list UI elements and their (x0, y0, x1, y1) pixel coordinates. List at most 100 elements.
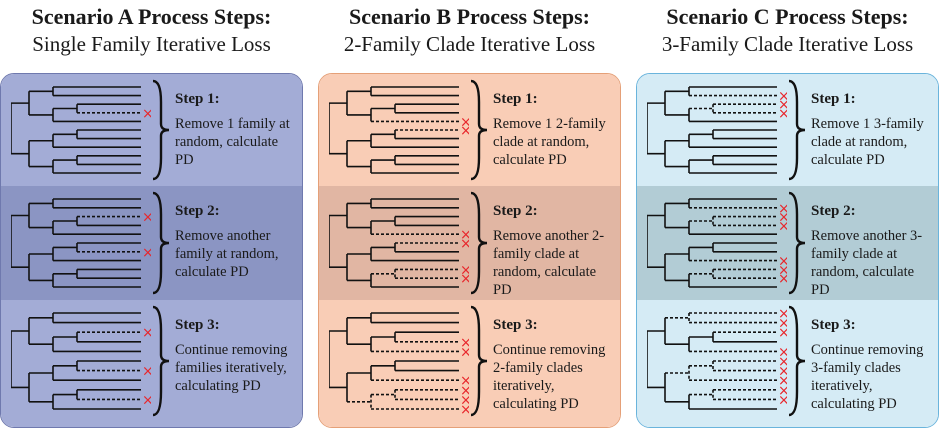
removed-x-icon: × (460, 262, 469, 278)
scenario-a-title-prefix: Scenario (31, 4, 114, 29)
scenario-a-step-3: ××× Step 3: Continue removing families i… (1, 300, 302, 427)
step-description: Remove 1 2-family clade at random, calcu… (493, 115, 606, 168)
removed-x-icon: × (142, 325, 151, 341)
step-text: Step 1: Remove 1 family at random, calcu… (175, 90, 300, 169)
step-description: Remove 1 family at random, calculate PD (175, 115, 290, 168)
curly-brace (152, 79, 170, 181)
step-description: Remove another 3-family clade at random,… (811, 227, 923, 299)
scenario-b-step-3: ×××××× Step 3: Continue removing 2-famil… (319, 300, 620, 427)
brace-path (470, 305, 488, 417)
scenario-c: Scenario C Process Steps: 3-Family Clade… (636, 0, 939, 432)
step-text: Step 1: Remove 1 3-family clade at rando… (811, 90, 936, 169)
removed-x-icon: × (460, 335, 469, 351)
phylogeny-tree: ×××××× (647, 198, 787, 288)
step-description: Remove another family at random, calcula… (175, 227, 279, 280)
removed-x-icon: × (778, 306, 787, 322)
scenario-c-letter: C (753, 4, 770, 29)
step-text: Step 2: Remove another 3-family clade at… (811, 202, 936, 299)
step-title: Step 1: (175, 91, 220, 107)
brace-path (788, 191, 806, 295)
step-text: Step 3: Continue removing 2-family clade… (493, 316, 618, 413)
scenario-b-step-2: ×××× Step 2: Remove another 2-family cla… (319, 186, 620, 300)
phylogeny-tree: × (11, 86, 151, 174)
removed-x-icon: × (778, 218, 787, 234)
brace-path (152, 305, 170, 417)
scenario-b-step-1: ×× Step 1: Remove 1 2-family clade at ra… (319, 74, 620, 186)
scenario-b-title: Scenario B Process Steps: (318, 6, 621, 28)
scenario-c-subtitle: 3-Family Clade Iterative Loss (661, 32, 914, 56)
scenario-a-subtitle: Single Family Iterative Loss (32, 32, 271, 56)
scenario-a-step-2: ×× Step 2: Remove another family at rand… (1, 186, 302, 300)
removed-x-icon: × (778, 106, 787, 122)
curly-brace (470, 305, 488, 417)
scenario-c-step-3: ××××××××× Step 3: Continue removing 3-fa… (637, 300, 938, 427)
brace-path (152, 79, 170, 181)
step-title: Step 1: (493, 91, 538, 107)
phylogeny-tree: ×× (329, 86, 469, 174)
step-title: Step 2: (811, 203, 856, 219)
phylogeny-tree: ×××× (329, 198, 469, 288)
removed-x-icon: × (460, 402, 469, 417)
removed-x-icon: × (142, 245, 151, 261)
removed-x-icon: × (778, 262, 787, 278)
removed-x-icon: × (460, 383, 469, 399)
phylogeny-tree: ×××××× (329, 312, 469, 417)
step-text: Step 3: Continue removing families itera… (175, 316, 300, 395)
removed-x-icon: × (778, 373, 787, 389)
curly-brace (470, 79, 488, 181)
scenario-a-letter: A (117, 4, 133, 29)
scenario-a-step-1: × Step 1: Remove 1 family at random, cal… (1, 74, 302, 186)
step-description: Remove 1 3-family clade at random, calcu… (811, 115, 924, 168)
scenario-b-title-prefix: Scenario (349, 4, 431, 29)
scenario-b-subtitle: 2-Family Clade Iterative Loss (343, 32, 596, 56)
step-description: Continue removing families iteratively, … (175, 341, 288, 394)
removed-x-icon: × (778, 201, 787, 217)
phylogeny-tree: ×× (11, 198, 151, 288)
removed-x-icon: × (460, 271, 469, 287)
removed-x-icon: × (460, 392, 469, 408)
step-text: Step 1: Remove 1 2-family clade at rando… (493, 90, 618, 169)
brace-path (470, 79, 488, 181)
curly-brace (470, 191, 488, 295)
phylogeny-tree: ××× (11, 312, 151, 410)
scenario-c-step-2: ×××××× Step 2: Remove another 3-family c… (637, 186, 938, 300)
removed-x-icon: × (460, 123, 469, 139)
scenario-b-panel: ×× Step 1: Remove 1 2-family clade at ra… (318, 73, 621, 428)
scenario-a-title-suffix: Process Steps: (137, 4, 272, 29)
scenario-a-panel: × Step 1: Remove 1 family at random, cal… (0, 73, 303, 428)
scenario-a: Scenario A Process Steps: Single Family … (0, 0, 303, 432)
step-title: Step 3: (175, 317, 220, 333)
scenario-b: Scenario B Process Steps: 2-Family Clade… (318, 0, 621, 432)
removed-x-icon: × (778, 89, 787, 105)
curly-brace (152, 305, 170, 417)
scenario-c-panel: ××× Step 1: Remove 1 3-family clade at r… (636, 73, 939, 428)
step-text: Step 2: Remove another 2-family clade at… (493, 202, 618, 299)
removed-x-icon: × (778, 271, 787, 287)
step-description: Continue removing 2-family clades iterat… (493, 341, 606, 413)
removed-x-icon: × (460, 236, 469, 252)
removed-x-icon: × (460, 114, 469, 130)
removed-x-icon: × (778, 325, 787, 341)
step-title: Step 1: (811, 91, 856, 107)
brace-path (788, 79, 806, 181)
removed-x-icon: × (460, 373, 469, 389)
step-description: Remove another 2-family clade at random,… (493, 227, 605, 299)
step-title: Step 2: (493, 203, 538, 219)
removed-x-icon: × (778, 97, 787, 113)
phylogeny-tree: ××× (647, 86, 787, 174)
step-title: Step 2: (175, 203, 220, 219)
removed-x-icon: × (460, 344, 469, 360)
removed-x-icon: × (778, 344, 787, 360)
scenario-b-letter: B (436, 4, 452, 29)
curly-brace (788, 79, 806, 181)
step-description: Continue removing 3-family clades iterat… (811, 341, 924, 413)
step-text: Step 3: Continue removing 3-family clade… (811, 316, 936, 413)
step-text: Step 2: Remove another family at random,… (175, 202, 300, 281)
removed-x-icon: × (142, 210, 151, 226)
brace-path (470, 191, 488, 295)
brace-path (788, 305, 806, 417)
phylogeny-tree: ××××××××× (647, 306, 787, 410)
removed-x-icon: × (460, 227, 469, 243)
scenario-c-title: Scenario C Process Steps: (636, 6, 939, 28)
removed-x-icon: × (778, 254, 787, 270)
